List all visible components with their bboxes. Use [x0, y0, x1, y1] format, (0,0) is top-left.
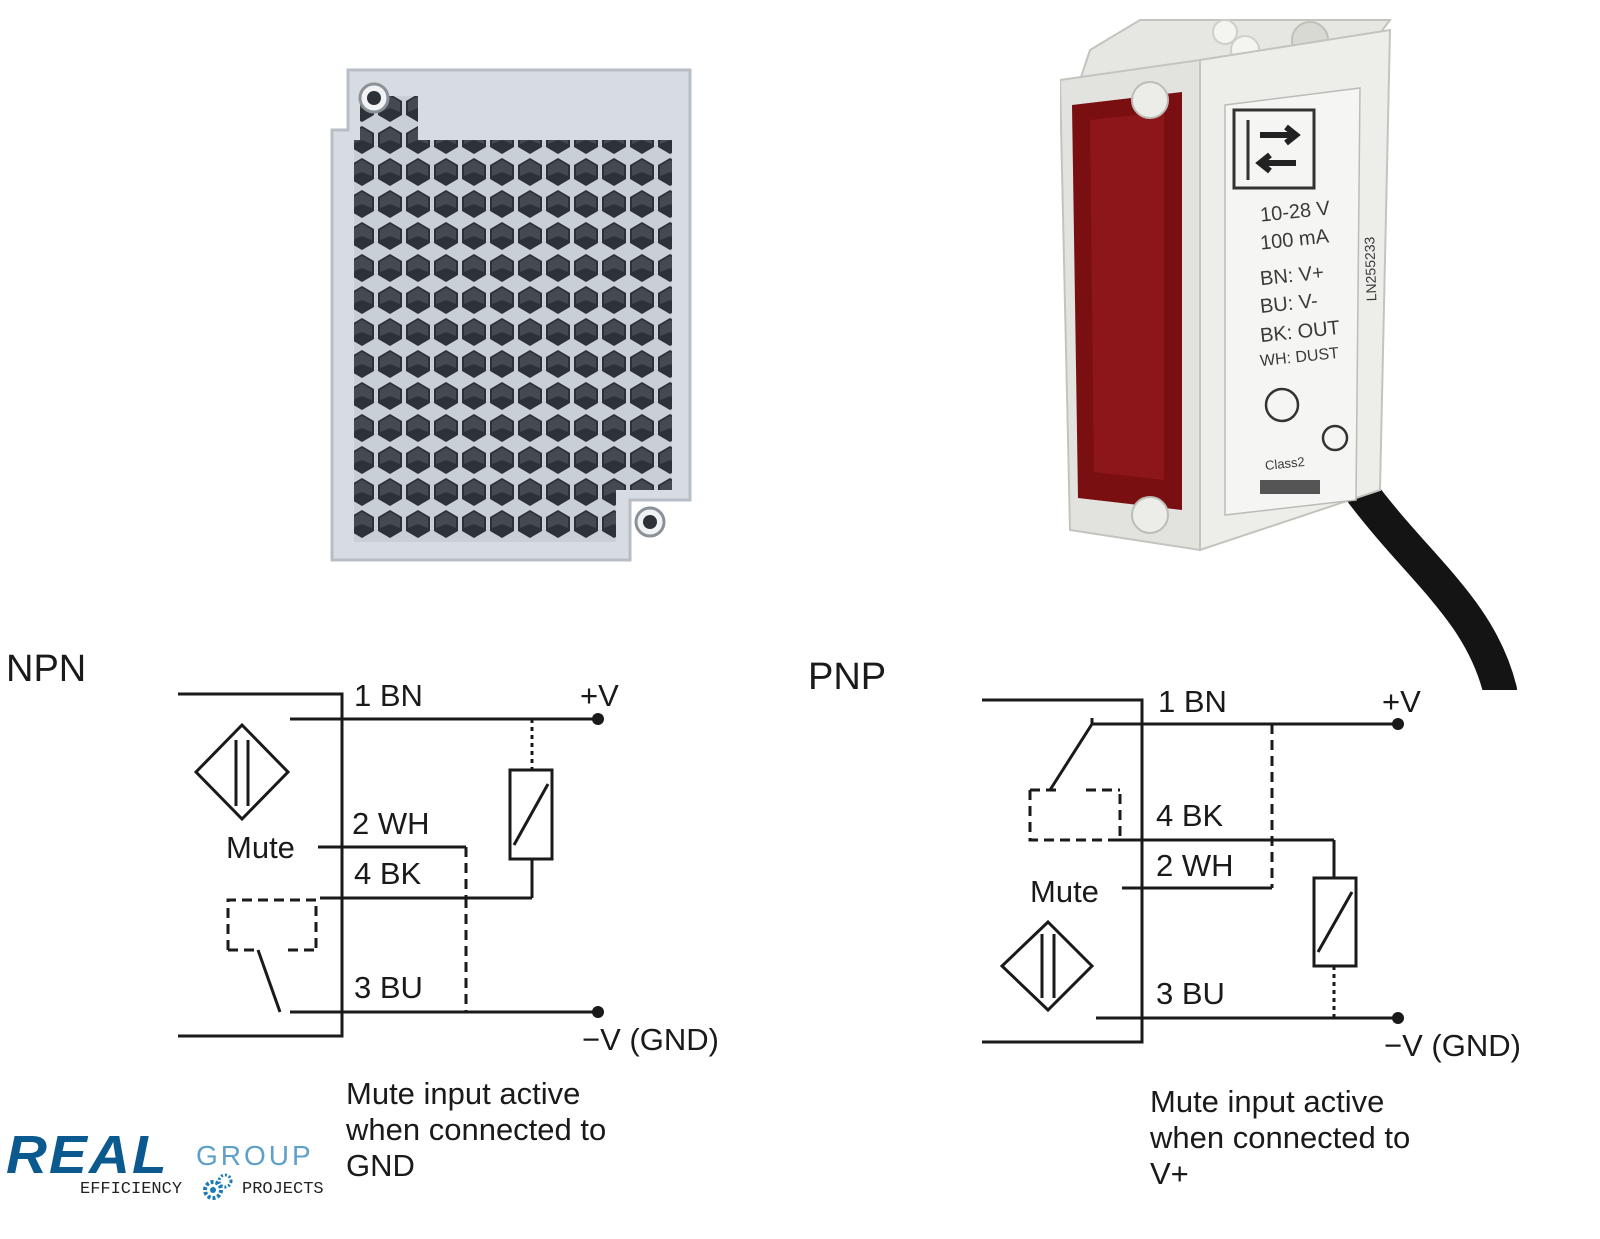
pnp-pin4-label: 4 BK	[1156, 798, 1224, 833]
sensor-image: 10-28 V 100 mA BN: V+ BU: V- BK: OUT WH:…	[1060, 10, 1520, 690]
logo-sub-text: GROUP	[196, 1140, 314, 1171]
pnp-pin3-label: 3 BU	[1156, 976, 1225, 1011]
pnp-diagram: PNP 1 BN +V 4 BK 2 WH Mute 3 BU −V (GND)…	[780, 600, 1580, 1220]
pnp-pin2-label: 2 WH	[1156, 848, 1234, 883]
npn-diagram: NPN 1 BN +V 2 WH Mute 4 BK 3 BU −V (GND)…	[0, 600, 780, 1200]
sensor-serial: LN255233	[1361, 236, 1380, 302]
pnp-vplus-label: +V	[1382, 684, 1421, 719]
npn-mute-label: Mute	[226, 830, 295, 865]
logo-right-text: PROJECTS	[242, 1180, 324, 1199]
pnp-note: Mute input active when connected to V+	[1150, 1084, 1490, 1192]
npn-vgnd-label: −V (GND)	[582, 1022, 719, 1057]
npn-note-line-2: when connected to	[346, 1112, 607, 1147]
pnp-vgnd-label: −V (GND)	[1384, 1028, 1521, 1063]
pnp-mute-label: Mute	[1030, 874, 1099, 909]
pnp-pin1-label: 1 BN	[1158, 684, 1227, 719]
npn-note-line-1: Mute input active	[346, 1076, 581, 1111]
npn-pin1-label: 1 BN	[354, 678, 423, 713]
logo-left-text: EFFICIENCY	[80, 1180, 183, 1199]
gear-icon	[200, 1172, 234, 1209]
reflector-image	[320, 60, 700, 570]
sensor-class: Class2	[1264, 453, 1306, 474]
npn-pin4-label: 4 BK	[354, 856, 422, 891]
pnp-note-line-1: Mute input active	[1150, 1084, 1385, 1119]
npn-pin2-label: 2 WH	[352, 806, 430, 841]
npn-pin3-label: 3 BU	[354, 970, 423, 1005]
pnp-title: PNP	[808, 656, 887, 698]
real-group-logo: REAL GROUP EFFICIENCY PROJECTS	[6, 1125, 346, 1204]
logo-main-text: REAL	[6, 1125, 169, 1185]
pnp-note-line-3: V+	[1150, 1156, 1189, 1191]
npn-note: Mute input active when connected to GND	[346, 1076, 686, 1184]
npn-note-line-3: GND	[346, 1148, 415, 1183]
pnp-note-line-2: when connected to	[1150, 1120, 1411, 1155]
npn-vplus-label: +V	[580, 678, 619, 713]
npn-title: NPN	[6, 648, 87, 690]
